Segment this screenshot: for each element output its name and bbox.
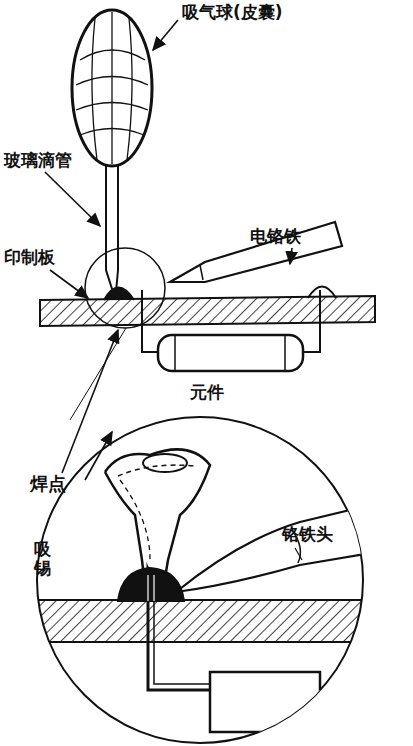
part-label: 印制板 xyxy=(4,247,55,267)
part-label: 吸气球(皮囊) xyxy=(182,2,283,22)
part-label: 铬铁头 xyxy=(282,524,333,544)
part-label: 元件 xyxy=(190,382,224,402)
component xyxy=(158,335,303,371)
soldering-iron xyxy=(170,222,342,282)
suction-bulb xyxy=(72,10,152,166)
part-label: 焊点 xyxy=(30,473,66,495)
part-label: 玻璃滴管 xyxy=(4,150,72,170)
part-label: 电铬铁 xyxy=(250,226,301,246)
glass-dropper xyxy=(106,164,118,292)
printed-board xyxy=(40,296,375,326)
part-label: 吸锡 xyxy=(34,540,51,577)
